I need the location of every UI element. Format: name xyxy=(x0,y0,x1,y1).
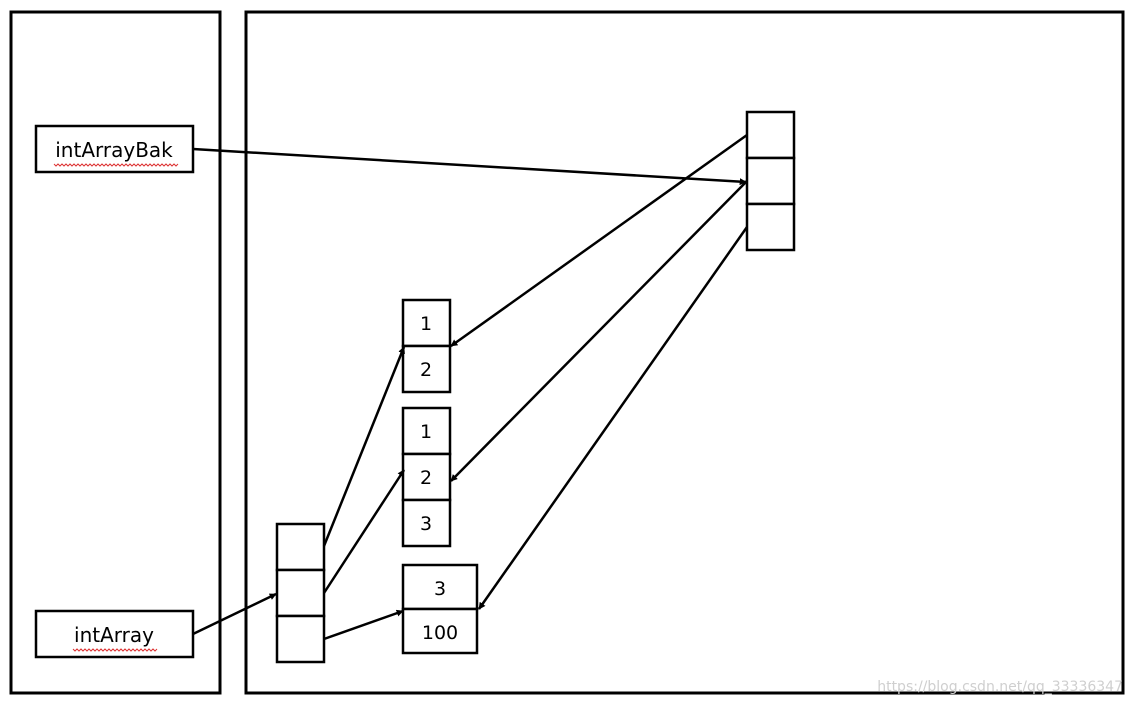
arrow-bak-cell-1-to-inner-2 xyxy=(450,180,748,482)
var-intarray-box: intArray xyxy=(34,609,195,659)
ref-cell-1 xyxy=(275,568,326,618)
arrow-ref-cell-0-to-inner-1 xyxy=(322,346,406,547)
inner-array-2-value-2: 3 xyxy=(420,513,432,535)
bak-ref-cell-2 xyxy=(745,202,796,252)
inner-array-2-value-0: 1 xyxy=(420,421,432,443)
inner-array-1-value-1: 2 xyxy=(420,359,432,381)
inner-array-1: 1 2 xyxy=(401,298,452,394)
inner-array-3: 3 100 xyxy=(401,563,479,655)
var-intarraybak-label: intArrayBak xyxy=(55,138,173,162)
ref-array xyxy=(275,522,326,664)
arrow-intarray-to-ref-array xyxy=(192,592,277,636)
arrow-ref-cell-1-to-inner-2 xyxy=(322,469,406,594)
var-intarray-label: intArray xyxy=(74,623,154,647)
inner-array-3-value-1: 100 xyxy=(422,622,458,644)
spellcheck-underline xyxy=(53,163,179,167)
inner-array-2: 1 2 3 xyxy=(401,406,452,548)
watermark-text: https://blog.csdn.net/qq_33336347 xyxy=(877,679,1123,695)
stack-frame xyxy=(9,10,222,695)
bak-ref-cell-0 xyxy=(745,110,796,160)
bak-ref-cell-1 xyxy=(745,156,796,206)
inner-array-2-value-1: 2 xyxy=(420,467,432,489)
heap-frame xyxy=(244,10,1125,695)
ref-cell-2 xyxy=(275,614,326,664)
ref-cell-0 xyxy=(275,522,326,572)
bak-ref-array xyxy=(745,110,796,252)
inner-array-1-value-0: 1 xyxy=(420,313,432,335)
arrow-ref-cell-2-to-inner-3 xyxy=(323,609,404,641)
arrow-bak-cell-2-to-inner-3 xyxy=(477,226,749,610)
spellcheck-underline xyxy=(72,648,158,652)
arrow-intarraybak-to-bak-array xyxy=(192,147,747,186)
inner-array-3-value-0: 3 xyxy=(434,578,446,600)
arrow-bak-cell-0-to-inner-1 xyxy=(450,133,748,348)
var-intarraybak-box: intArrayBak xyxy=(34,124,195,174)
